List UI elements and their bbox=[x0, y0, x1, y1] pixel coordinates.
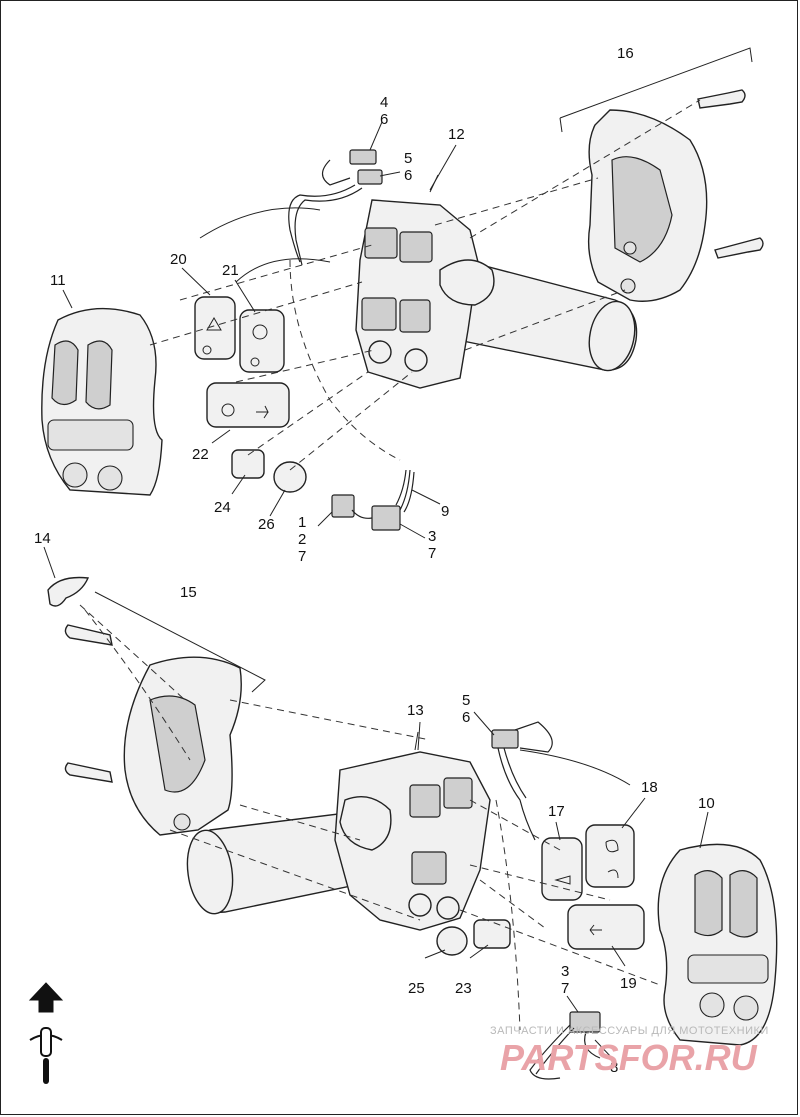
callout-26: 26 bbox=[258, 516, 275, 533]
callout-6: 6 bbox=[380, 111, 388, 128]
callout-23: 23 bbox=[455, 980, 472, 997]
callout-19: 19 bbox=[620, 975, 637, 992]
connector-lower-5-6 bbox=[491, 721, 631, 841]
callout-1: 1 bbox=[298, 514, 306, 531]
switch-housing-12 bbox=[355, 174, 495, 389]
clip-14 bbox=[47, 576, 90, 607]
cap-24 bbox=[231, 449, 265, 479]
callout-25: 25 bbox=[408, 980, 425, 997]
callout-5: 5 bbox=[462, 692, 470, 709]
callout-16: 16 bbox=[617, 45, 634, 62]
switch-cover-15 bbox=[64, 624, 242, 836]
assembly-lines-upper bbox=[149, 99, 701, 471]
button-18-headlamp bbox=[585, 824, 635, 888]
callout-17: 17 bbox=[548, 803, 565, 820]
button-19-turn-signal bbox=[567, 904, 645, 950]
callout-22: 22 bbox=[192, 446, 209, 463]
callout-8: 8 bbox=[610, 1059, 618, 1076]
button-21 bbox=[239, 309, 285, 373]
switch-cover-10 bbox=[657, 843, 778, 1046]
watermark-tagline: ЗАПЧАСТИ И АКСЕССУАРЫ ДЛЯ МОТОТЕХНИКИ bbox=[490, 1025, 769, 1037]
button-17-horn bbox=[541, 837, 583, 901]
leader-15 bbox=[94, 591, 266, 693]
handlebar-grip-lower bbox=[186, 809, 381, 915]
callout-5: 5 bbox=[404, 150, 412, 167]
cap-25 bbox=[436, 926, 468, 956]
assembly-lines-lower bbox=[79, 604, 661, 1031]
callout-9: 9 bbox=[441, 503, 449, 520]
callout-24: 24 bbox=[214, 499, 231, 516]
switch-housing-13 bbox=[334, 731, 491, 931]
button-20-hazard bbox=[194, 296, 236, 360]
callout-3: 3 bbox=[428, 528, 436, 545]
callout-14: 14 bbox=[34, 530, 51, 547]
callout-7: 7 bbox=[428, 545, 436, 562]
callout-10: 10 bbox=[698, 795, 715, 812]
switch-cover-16 bbox=[587, 89, 764, 302]
callout-21: 21 bbox=[222, 262, 239, 279]
harness-connector-lower bbox=[529, 1011, 601, 1080]
motorcycle-front-icon bbox=[29, 1027, 63, 1084]
connector-upper-pair bbox=[288, 149, 383, 266]
callout-7: 7 bbox=[298, 548, 306, 565]
watermark-brand: PARTSFOR.RU bbox=[500, 1037, 758, 1078]
callout-11: 11 bbox=[50, 272, 66, 289]
switch-cover-11 bbox=[41, 307, 163, 496]
cap-26 bbox=[273, 461, 307, 493]
cap-23 bbox=[473, 919, 511, 949]
front-direction-arrow-icon bbox=[28, 982, 64, 1013]
callout-3: 3 bbox=[561, 963, 569, 980]
harness-connector-lower-upper bbox=[331, 469, 415, 531]
callout-13: 13 bbox=[407, 702, 424, 719]
callout-6: 6 bbox=[404, 167, 412, 184]
callout-12: 12 bbox=[448, 126, 465, 143]
callout-2: 2 bbox=[298, 531, 306, 548]
callout-15: 15 bbox=[180, 584, 197, 601]
callout-4: 4 bbox=[380, 94, 388, 111]
leader-16 bbox=[559, 47, 753, 119]
callout-leaders bbox=[43, 121, 709, 1059]
callout-6: 6 bbox=[462, 709, 470, 726]
callout-7: 7 bbox=[561, 980, 569, 997]
button-22-turn-signal bbox=[206, 382, 290, 428]
callout-20: 20 bbox=[170, 251, 187, 268]
handlebar-grip-upper bbox=[199, 207, 638, 372]
callout-18: 18 bbox=[641, 779, 658, 796]
